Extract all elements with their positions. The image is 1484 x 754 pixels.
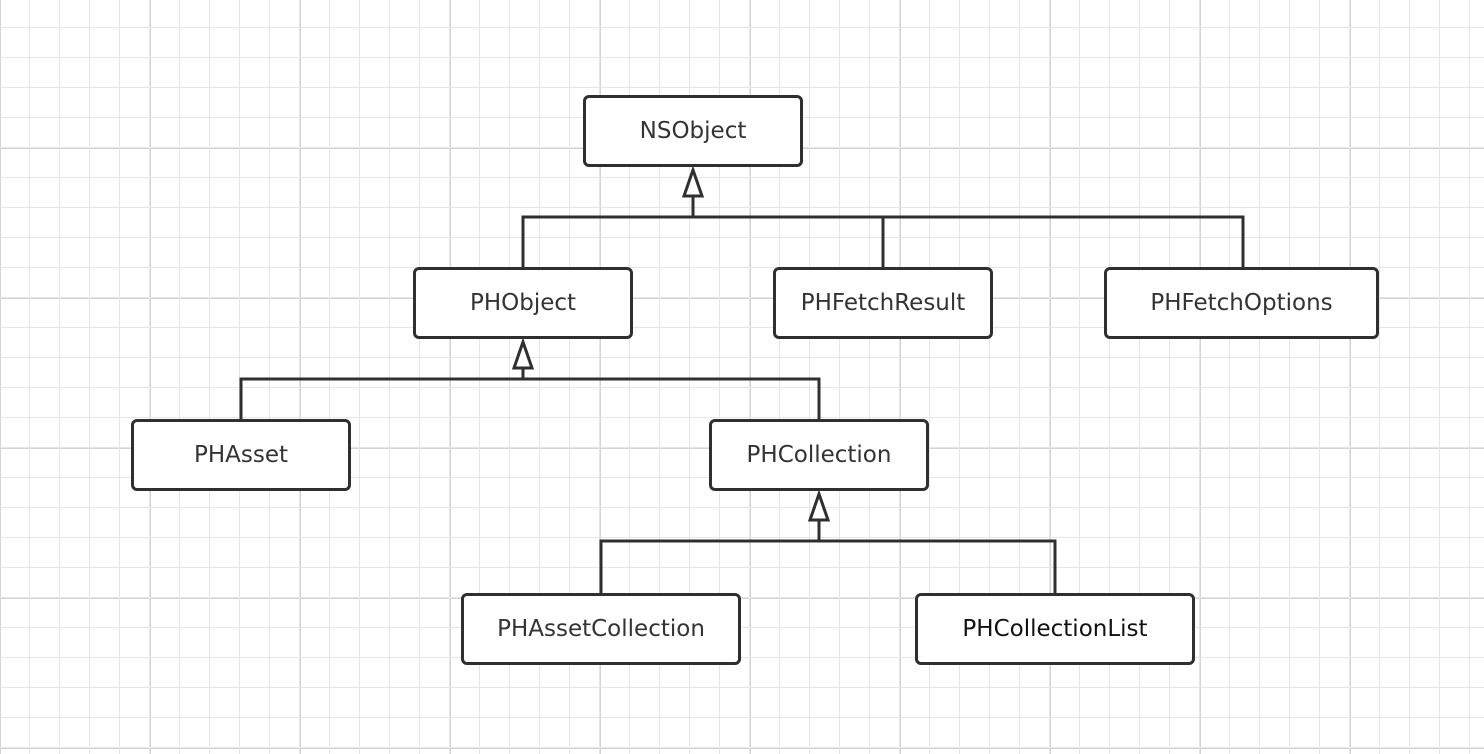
class-label: PHObject	[469, 290, 577, 316]
class-label: PHCollection	[746, 442, 892, 468]
edge-phfetchoptions-to-nsobject	[883, 215, 1245, 267]
inheritance-arrow-phcollection	[807, 489, 831, 522]
class-label: NSObject	[639, 118, 747, 144]
class-box-phfetchresult[interactable]: PHFetchResult	[773, 267, 993, 339]
edge-phobject-to-nsobject	[521, 196, 695, 267]
class-label: PHFetchResult	[800, 290, 966, 316]
inheritance-arrow-nsobject	[681, 165, 705, 198]
class-box-phobject[interactable]: PHObject	[413, 267, 633, 339]
edge-phcollection-to-phobject	[523, 377, 821, 419]
edge-phfetchresult-to-nsobject	[693, 215, 885, 267]
class-box-phassetcollection[interactable]: PHAssetCollection	[461, 593, 741, 665]
edge-phasset-to-phobject	[239, 368, 525, 419]
class-box-phcollectionlist[interactable]: PHCollectionList	[915, 593, 1195, 665]
edge-phassetcollection-to-phcollection	[599, 520, 821, 593]
class-box-phcollection[interactable]: PHCollection	[709, 419, 929, 491]
class-label: PHFetchOptions	[1150, 290, 1333, 316]
class-label: PHAsset	[193, 442, 289, 468]
class-box-phasset[interactable]: PHAsset	[131, 419, 351, 491]
class-box-phfetchoptions[interactable]: PHFetchOptions	[1104, 267, 1379, 339]
edge-phcollectionlist-to-phcollection	[819, 539, 1057, 593]
inheritance-arrow-phobject	[511, 337, 535, 370]
class-box-nsobject[interactable]: NSObject	[583, 95, 803, 167]
class-label: PHAssetCollection	[497, 616, 705, 642]
class-label: PHCollectionList	[962, 616, 1148, 642]
